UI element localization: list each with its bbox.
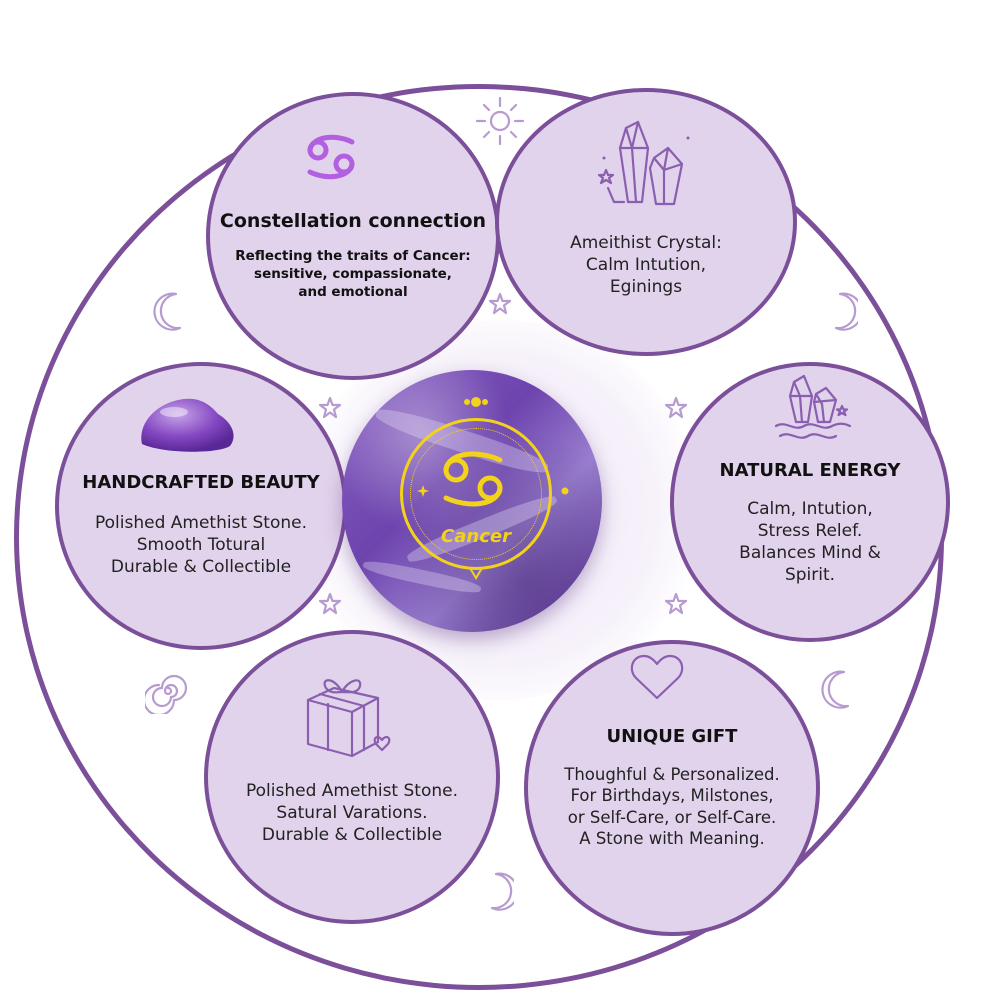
star-icon [318,396,342,419]
unique-gift-bubble [524,640,820,936]
natural-line-1: Calm, Intution, [747,499,873,519]
heart-icon [630,654,684,700]
gift-line-1: Thoughful & Personalized. [564,765,780,784]
cancer-symbol-icon [307,134,355,180]
constellation-line-1: Reflecting the traits of Cancer: [235,248,471,264]
variations-line-3: Durable & Collectible [261,825,443,846]
spiral-icon [145,674,188,714]
crystal-description: Ameithist Crystal: Calm Intution, Eginin… [500,232,792,298]
handcrafted-line-2: Smooth Totural [136,535,266,556]
natural-line-2: Stress Relef. [757,521,863,542]
constellation-title: Constellation connection [219,210,487,232]
handcrafted-line-3: Durable & Collectible [110,557,292,578]
natural-energy-title: NATURAL ENERGY [719,460,901,481]
handcrafted-line-1: Polished Amethist Stone. [94,513,307,533]
unique-gift-description: Thoughful & Personalized. For Birthdays,… [526,764,818,850]
moon-icon [834,292,858,331]
moon-icon [490,872,514,911]
variations-description: Polished Amethist Stone. Satural Varatio… [206,780,498,846]
crystal-line-1: Ameithist Crystal: [570,233,722,253]
star-icon [488,292,512,315]
gift-line-2: For Birthdays, Milstones, [570,786,774,806]
triangle-icon [468,567,484,580]
amethist-stone: Cancer [342,370,602,632]
crystal-line-2: Calm Intution, [585,255,707,276]
moon-icon [821,670,850,709]
crystal-bubble [495,88,797,356]
sun-icon [561,487,569,495]
gift-line-4: A Stone with Meaning. [579,829,765,849]
variations-bubble [204,630,500,924]
unique-gift-title: UNIQUE GIFT [606,726,738,747]
star-icon [417,485,429,497]
crystal-wave-icon [774,374,852,439]
crystal-cluster-icon [598,120,690,206]
stone-label: Cancer [441,526,511,547]
handcrafted-description: Polished Amethist Stone. Smooth Totural … [58,512,344,578]
crystal-line-3: Eginings [609,277,683,298]
natural-energy-description: Calm, Intution, Stress Relef. Balances M… [672,498,948,586]
cancer-symbol-icon [443,451,503,507]
natural-line-3: Balances Mind & [739,543,881,564]
gift-box-icon [306,679,391,758]
sun-icon [475,96,525,146]
star-icon [664,592,688,615]
moon-icon [153,292,182,331]
moon-phase-icon [464,397,488,407]
constellation-line-2: sensitive, compassionate, [254,265,452,282]
natural-line-4: Spirit. [784,565,836,586]
variations-line-2: Satural Varations. [276,803,428,824]
handcrafted-title: HANDCRAFTED BEAUTY [82,472,320,493]
constellation-description: Reflecting the traits of Cancer: sensiti… [210,248,496,301]
amethist-gem-icon [141,398,234,452]
gold-dotted-circle [410,428,542,560]
variations-line-1: Polished Amethist Stone. [245,781,458,801]
constellation-line-3: and emotional [298,283,408,300]
star-icon [318,592,342,615]
gift-line-3: or Self-Care, or Self-Care. [567,807,777,827]
star-icon [664,396,688,419]
